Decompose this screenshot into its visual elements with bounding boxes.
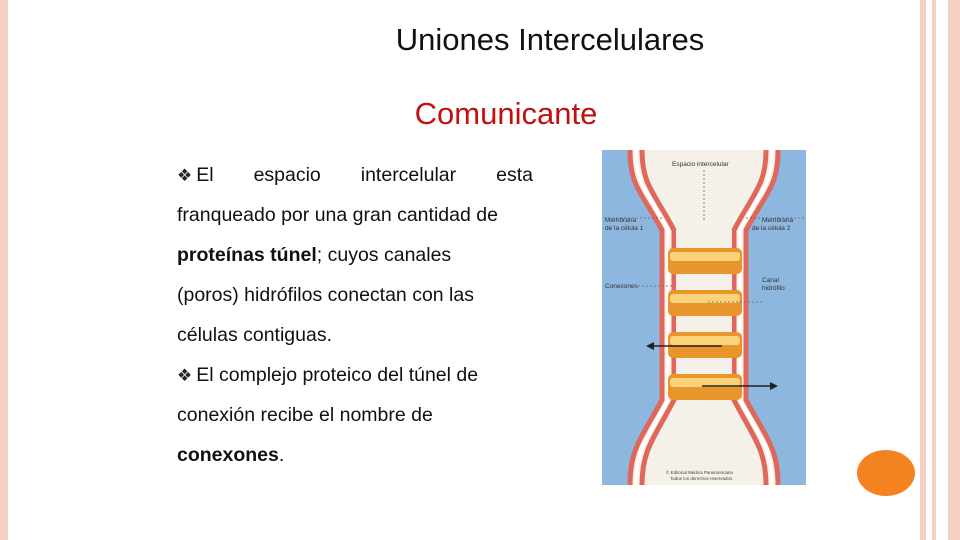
gap-junction-svg: Espacio intercelular Membrana de la célu… xyxy=(602,149,806,486)
text-line: células contiguas. xyxy=(177,324,333,346)
connexon-highlight xyxy=(670,252,740,261)
label-membrane-cell-1: Membrana xyxy=(605,217,636,224)
label-connexons: Conexones xyxy=(605,283,639,290)
text-line: ❖El espacio intercelular esta xyxy=(177,155,533,195)
cell-1-membrane-core xyxy=(634,149,670,486)
label-intercellular-space: Espacio intercelular xyxy=(672,161,730,168)
frame-stripe xyxy=(932,0,936,540)
text-word: esta xyxy=(496,164,533,186)
text-line: (poros) hidrófilos conectan con las xyxy=(177,284,474,306)
bold-term: conexones xyxy=(177,444,279,466)
cell-1-membrane-outer xyxy=(627,149,665,486)
label-membrane-cell-1-sub: de la célula 1 xyxy=(605,225,644,232)
connexon-highlight xyxy=(670,336,740,345)
copyright-line: Todos los derechos reservados xyxy=(670,476,733,481)
arrowhead-right-icon xyxy=(770,382,778,390)
arrowhead-left-icon xyxy=(646,342,654,350)
text-line: franqueado por una gran cantidad de xyxy=(177,204,498,226)
text-word: intercelular xyxy=(360,164,457,186)
slide-frame-right xyxy=(920,0,960,540)
slide-frame-left xyxy=(0,0,8,540)
text-line: proteínas túnel; cuyos canales xyxy=(177,244,452,266)
bold-term: proteínas túnel xyxy=(177,244,317,266)
cell-2-cytoplasm xyxy=(746,150,806,485)
label-membrane-cell-2-sub: de la célula 2 xyxy=(752,225,791,232)
connexon-highlight xyxy=(670,378,740,387)
slide-title: Uniones Intercelulares xyxy=(395,22,705,57)
connexon-highlight xyxy=(670,294,740,303)
label-hydrophilic-channel: Canal xyxy=(762,277,780,284)
diamond-bullet-icon: ❖ xyxy=(177,166,193,185)
diamond-bullet-icon: ❖ xyxy=(177,366,193,385)
cell-1-cytoplasm xyxy=(602,150,662,485)
slide-body: ❖El espacio intercelular esta franqueado… xyxy=(177,155,533,475)
frame-stripe xyxy=(920,0,926,540)
label-hydrophilic-channel-sub: hidrófilo xyxy=(762,285,785,292)
label-membrane-cell-2: Membrana xyxy=(762,217,793,224)
text-line: ❖El complejo proteico del túnel de xyxy=(177,364,479,386)
cell-2-membrane-outer xyxy=(743,149,781,486)
gap-junction-diagram: Espacio intercelular Membrana de la célu… xyxy=(602,149,806,486)
orange-circle-decoration xyxy=(857,450,915,496)
text-line: conexones. xyxy=(177,444,285,466)
slide-subtitle: Comunicante xyxy=(414,96,598,131)
frame-stripe xyxy=(948,0,960,540)
copyright-line: © Editorial Médica Panamericana xyxy=(666,469,733,475)
connexon-stack xyxy=(668,248,742,400)
text-line: conexión recibe el nombre de xyxy=(177,404,433,426)
text-word: ❖El xyxy=(177,164,214,186)
text-word: espacio xyxy=(253,164,321,186)
